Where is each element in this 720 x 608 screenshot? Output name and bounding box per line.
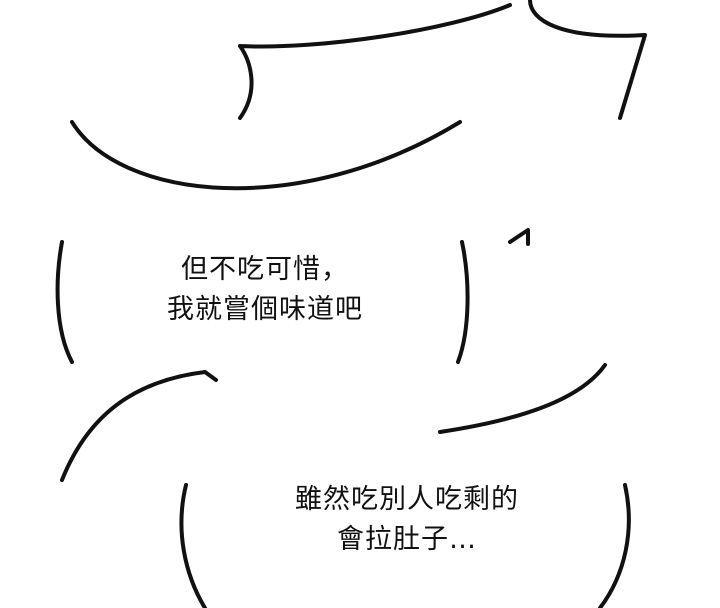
speech-bubble-1-text: 但不吃可惜， 我就嘗個味道吧 bbox=[140, 250, 390, 330]
bubble-1-right-edge bbox=[456, 240, 470, 364]
middle-jag-outline bbox=[60, 363, 607, 482]
bubble-2-line-1: 雖然吃別人吃剩的 bbox=[295, 484, 519, 515]
bubble-2-line-2: 會拉肚子… bbox=[337, 524, 477, 555]
bubble-1-left-edge bbox=[55, 240, 74, 364]
speech-bubble-2-text: 雖然吃別人吃剩的 會拉肚子… bbox=[262, 480, 552, 560]
bubble-1-line-1: 但不吃可惜， bbox=[181, 254, 349, 285]
top-bubble-outline bbox=[238, 0, 647, 120]
right-jag bbox=[508, 228, 530, 246]
bubble-2-right-edge bbox=[598, 483, 631, 608]
bubble-2-left-edge bbox=[179, 483, 207, 608]
bubble-1-line-2: 我就嘗個味道吧 bbox=[167, 294, 363, 325]
top-bubble-curve bbox=[70, 120, 462, 191]
